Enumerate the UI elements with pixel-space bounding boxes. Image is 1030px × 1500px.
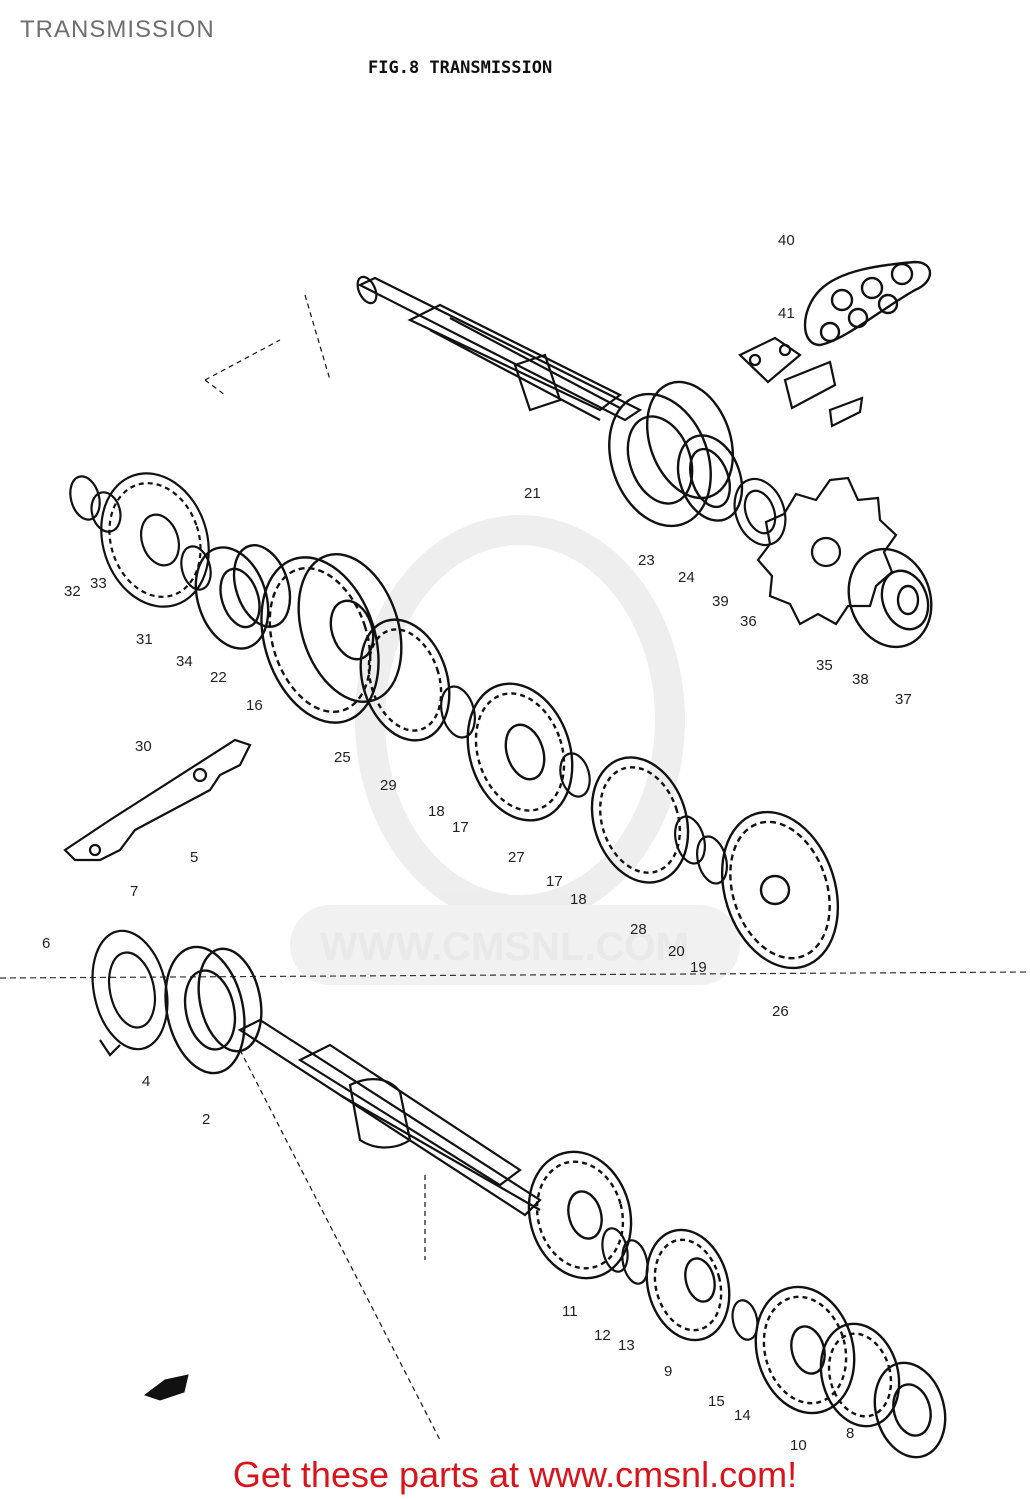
- washer-34: [180, 545, 212, 591]
- callout-4: 4: [142, 1073, 150, 1090]
- callout-10: 10: [790, 1437, 807, 1454]
- callout-18b: 18: [570, 891, 587, 908]
- bearing-23: [608, 380, 735, 528]
- gear-10: [754, 1285, 856, 1415]
- leader-lines: [204, 294, 441, 1441]
- callout-19: 19: [690, 959, 707, 976]
- callout-30: 30: [135, 738, 152, 755]
- callout-40: 40: [778, 232, 795, 249]
- gear-9: [645, 1228, 731, 1342]
- gear-27: [466, 682, 574, 822]
- callout-15: 15: [708, 1393, 725, 1410]
- callout-20: 20: [668, 943, 685, 960]
- callout-32: 32: [64, 583, 81, 600]
- callout-7: 7: [130, 883, 138, 900]
- callout-13: 13: [618, 1337, 635, 1354]
- callout-27: 27: [508, 849, 525, 866]
- gear-16: [260, 556, 380, 724]
- callout-2: 2: [202, 1111, 210, 1128]
- callout-17a: 17: [452, 819, 469, 836]
- mainshaft-2: [237, 1018, 542, 1217]
- watermark: WWW.CMSNL.COM: [290, 515, 740, 985]
- chain-40: [803, 260, 932, 347]
- callout-37: 37: [895, 691, 912, 708]
- washer-12: [601, 1227, 649, 1285]
- callout-36: 36: [740, 613, 757, 630]
- dashed-divider: [0, 971, 1030, 979]
- callout-21: 21: [524, 485, 541, 502]
- callout-11: 11: [562, 1303, 578, 1320]
- callout-5: 5: [190, 849, 198, 866]
- parts-link[interactable]: Get these parts at www.cmsnl.com!: [232, 1454, 798, 1495]
- washer-17: [559, 752, 591, 798]
- chain-joint-41: [738, 336, 864, 428]
- callout-31: 31: [136, 631, 153, 648]
- bearing-4: [164, 945, 263, 1075]
- forward-arrow-icon: [143, 1374, 189, 1401]
- callout-9: 9: [664, 1363, 672, 1380]
- gear-26: [720, 810, 840, 970]
- circlip-32: [69, 475, 101, 521]
- circlip-15: [731, 1299, 759, 1341]
- callout-25: 25: [334, 749, 351, 766]
- seal-24: [676, 434, 744, 522]
- callout-38: 38: [852, 671, 869, 688]
- callout-41: 41: [778, 305, 795, 322]
- figure-title: FIG.8 TRANSMISSION: [368, 58, 553, 78]
- plate-30: [63, 738, 252, 862]
- bearing-8: [873, 1361, 947, 1459]
- washer-33: [90, 491, 122, 533]
- callout-14: 14: [734, 1407, 751, 1424]
- callout-12: 12: [594, 1327, 611, 1344]
- callout-34: 34: [176, 653, 193, 670]
- callout-26: 26: [772, 1003, 789, 1020]
- gear-31: [100, 472, 210, 608]
- sprocket-35: [756, 476, 898, 626]
- callout-35: 35: [816, 657, 833, 674]
- callout-labels: 40 41 21 23 24 39 36 35 38 37 32 33 31 3…: [42, 232, 912, 1454]
- countershaft-21: [356, 275, 643, 422]
- callout-28: 28: [630, 921, 647, 938]
- callout-8: 8: [846, 1425, 854, 1442]
- callout-24: 24: [678, 569, 695, 586]
- callout-23: 23: [638, 552, 655, 569]
- gear-25: [297, 553, 403, 703]
- callout-33: 33: [90, 575, 107, 592]
- callout-22: 22: [210, 669, 227, 686]
- nut-38: [847, 547, 933, 649]
- circlip-19: [674, 815, 728, 885]
- retainer-6: [91, 929, 169, 1057]
- callout-6: 6: [42, 935, 50, 952]
- callout-39: 39: [712, 593, 729, 610]
- callout-17b: 17: [546, 873, 563, 890]
- gear-29: [359, 618, 451, 742]
- gear-11: [527, 1150, 633, 1280]
- gear-28: [590, 756, 690, 884]
- page-title: TRANSMISSION: [20, 16, 215, 43]
- callout-16: 16: [246, 697, 263, 714]
- callout-18a: 18: [428, 803, 445, 820]
- bearing-22: [194, 544, 292, 650]
- callout-29: 29: [380, 777, 397, 794]
- watermark-text: WWW.CMSNL.COM: [320, 925, 689, 969]
